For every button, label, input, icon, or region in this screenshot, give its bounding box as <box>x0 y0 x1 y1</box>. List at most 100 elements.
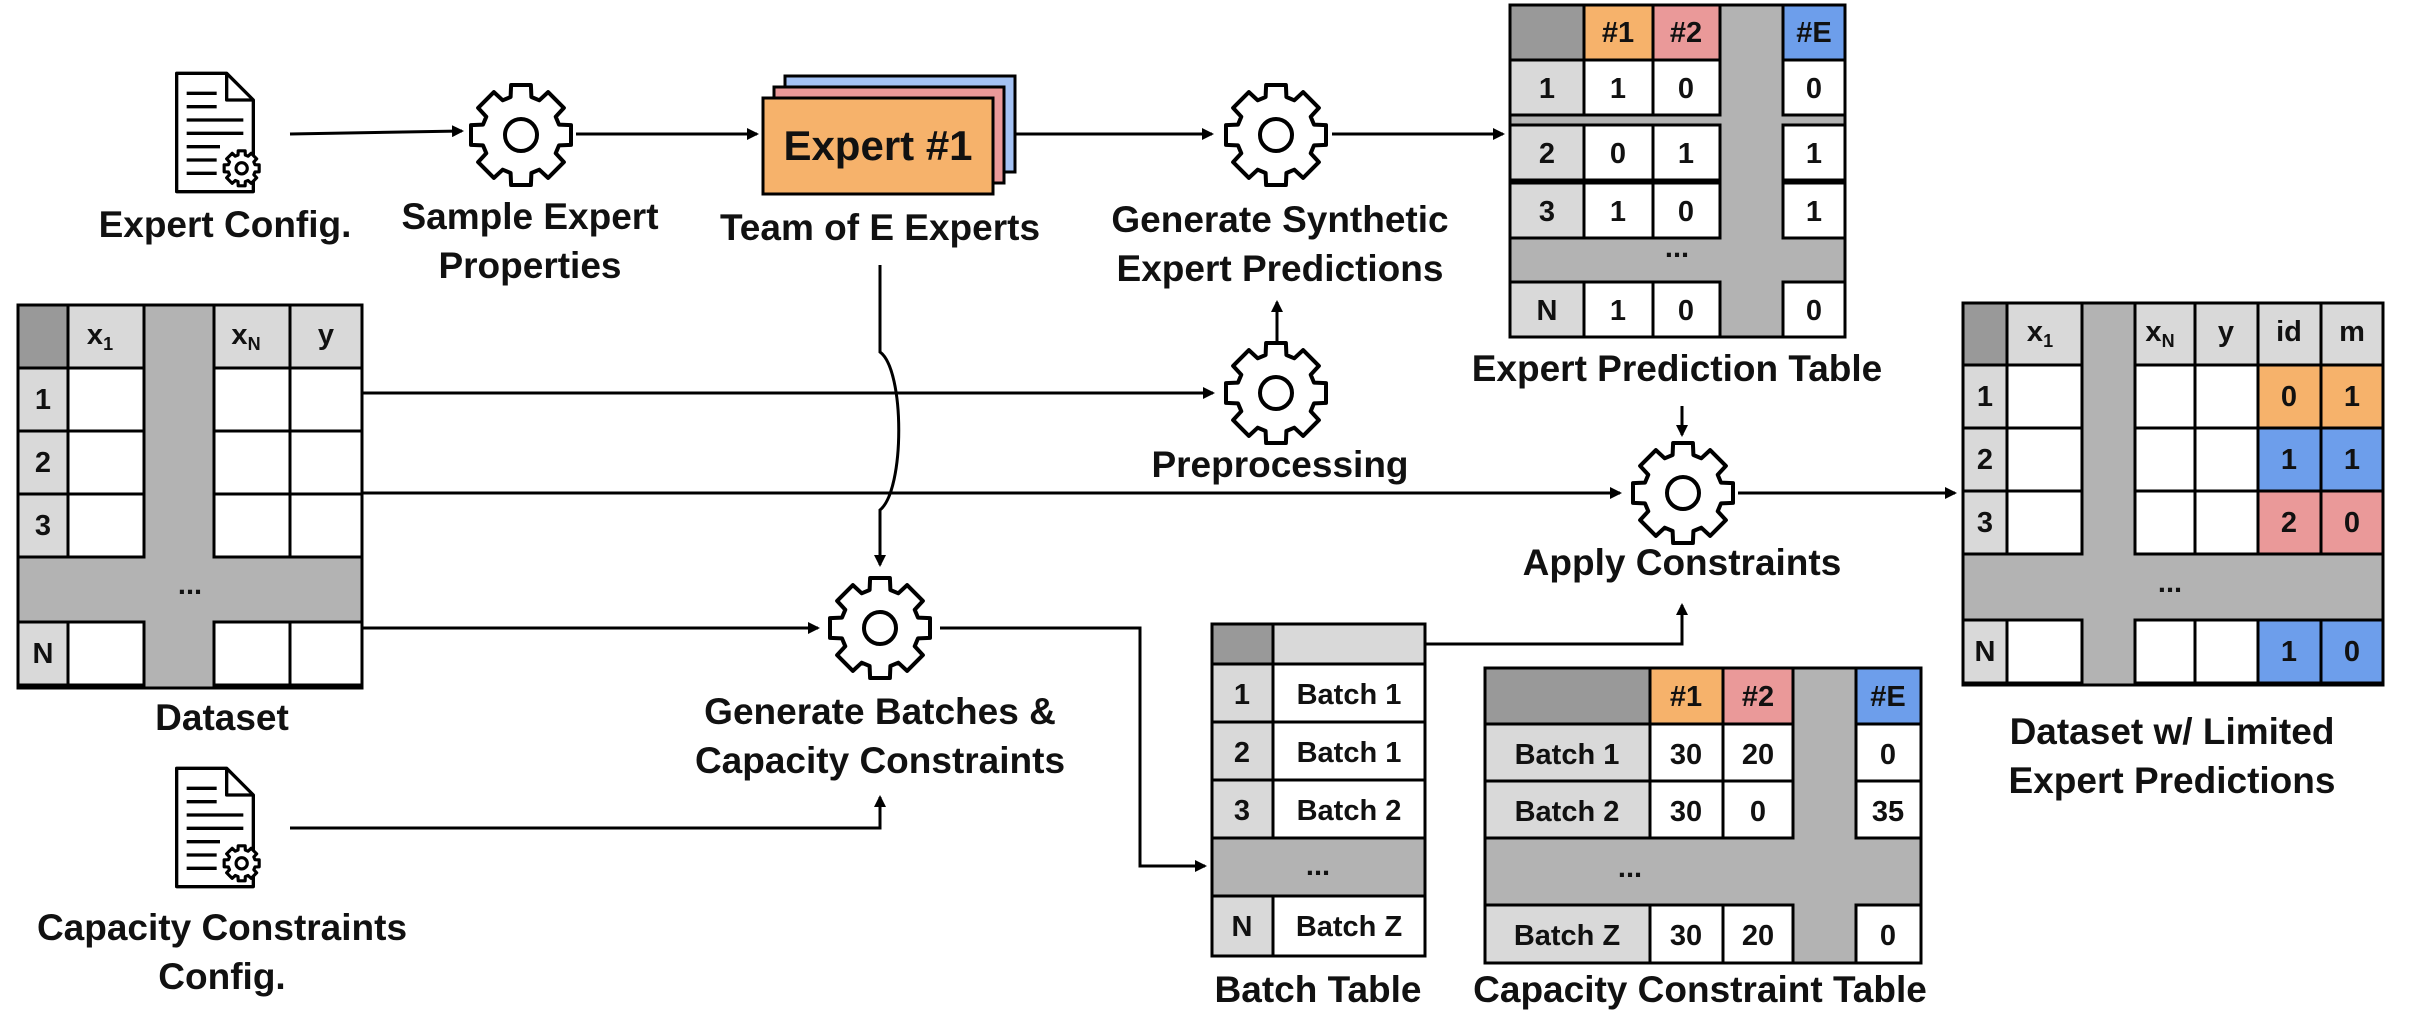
mask-value: 0 <box>2344 636 2360 668</box>
table-cell <box>2133 426 2197 493</box>
table-cell <box>1781 181 1847 240</box>
row-id: 1 <box>1539 73 1555 105</box>
mask-value: 0 <box>2344 507 2360 539</box>
table-cell <box>1582 181 1655 240</box>
expert-id: 1 <box>2281 636 2297 668</box>
column-header: #1 <box>1602 17 1634 49</box>
table-cell <box>2005 363 2084 430</box>
row-id-cell <box>1508 58 1586 117</box>
capacity-value: 0 <box>1880 739 1896 771</box>
gear-icon <box>828 576 932 680</box>
row-id: N <box>33 638 54 670</box>
arrow-batches-to-batchtable <box>940 626 1207 872</box>
document-gear-icon <box>177 768 259 886</box>
capacity-value: 0 <box>1880 920 1896 952</box>
generate-predictions-label: Expert Predictions <box>1117 248 1444 289</box>
row-id: 2 <box>1234 737 1250 769</box>
table-cell <box>212 620 292 687</box>
row-id: 1 <box>1977 381 1993 413</box>
table-cell <box>2133 363 2197 430</box>
gear-icon <box>1224 83 1328 187</box>
capacity-config-label: Config. <box>158 956 285 997</box>
preprocessing-label: Preprocessing <box>1151 444 1408 485</box>
batch-name: Batch Z <box>1296 911 1402 943</box>
ellipsis: ... <box>2158 567 2182 599</box>
connectors <box>289 125 1957 872</box>
table-cell <box>2005 426 2084 493</box>
row-id: 3 <box>35 510 51 542</box>
arrow-batchtable-to-apply <box>1425 603 1688 646</box>
document-gear-icon <box>177 73 259 191</box>
table-cell <box>2193 426 2260 493</box>
table-cell <box>1651 58 1722 117</box>
batch-name: Batch 1 <box>1297 737 1402 769</box>
row-id: 1 <box>1234 679 1250 711</box>
expert-prediction-table-label: Expert Prediction Table <box>1472 348 1883 389</box>
gear-icon <box>1224 341 1328 445</box>
gear-icon <box>1631 441 1735 545</box>
table-cell <box>2133 489 2197 556</box>
column-header: #E <box>1796 17 1831 49</box>
table-cell <box>1651 181 1722 240</box>
table-cell <box>288 492 364 559</box>
capacity-value: 0 <box>1750 796 1766 828</box>
row-id: 2 <box>1977 444 1993 476</box>
table-cell <box>2133 618 2197 685</box>
capacity-config-label: Capacity Constraints <box>37 907 407 948</box>
table-cell <box>212 429 292 496</box>
cell-value: 1 <box>1610 295 1626 327</box>
expert-id: 1 <box>2281 444 2297 476</box>
ellipsis: ... <box>1665 232 1689 264</box>
row-id-cell <box>1961 489 2009 556</box>
cell-value: 0 <box>1678 196 1694 228</box>
cell-value: 0 <box>1806 295 1822 327</box>
mask-cell <box>2319 489 2385 556</box>
cell-value: 1 <box>1806 138 1822 170</box>
column-header: xN <box>2145 316 2174 351</box>
column-header: #2 <box>1670 17 1702 49</box>
generate-batches-label: Generate Batches & <box>704 691 1056 732</box>
arrow-capconfig-to-batches <box>290 795 886 830</box>
dataset-label: Dataset <box>155 697 289 738</box>
ellipsis: ... <box>1618 852 1642 884</box>
generate-batches-label: Capacity Constraints <box>695 740 1065 781</box>
row-id: 3 <box>1234 795 1250 827</box>
capacity-table-label: Capacity Constraint Table <box>1473 969 1927 1010</box>
expert-card-label: Expert #1 <box>783 122 972 169</box>
column-header: id <box>2276 316 2302 348</box>
expert-id-cell <box>2256 426 2323 493</box>
ellipsis: ... <box>1306 850 1330 882</box>
table-cell <box>66 366 146 433</box>
expert-config-label: Expert Config. <box>99 204 352 245</box>
column-header: y <box>2218 316 2234 348</box>
batch-name: Batch 1 <box>1297 679 1402 711</box>
expert-card <box>761 96 995 196</box>
expert-team-stack: Expert #1 <box>761 74 1017 196</box>
column-header: x1 <box>87 319 113 354</box>
table-cell <box>1582 58 1655 117</box>
sample-expert-label: Sample Expert <box>401 196 658 237</box>
sample-expert-label: Properties <box>438 245 621 286</box>
batch-cell <box>1271 720 1427 782</box>
table-cell <box>2193 618 2260 685</box>
table-cell <box>1648 779 1725 840</box>
table-cell <box>288 366 364 433</box>
row-id: 3 <box>1977 507 1993 539</box>
final-dataset-label: Expert Predictions <box>2009 760 2336 801</box>
capacity-value: 30 <box>1670 920 1702 952</box>
capacity-value: 35 <box>1872 796 1904 828</box>
capacity-value: 20 <box>1742 920 1774 952</box>
row-id: N <box>1975 636 1996 668</box>
table-cell <box>1648 722 1725 783</box>
cell-value: 1 <box>1806 196 1822 228</box>
labels: Expert Config. Sample Expert Properties … <box>37 196 2336 1010</box>
batch-name: Batch 2 <box>1297 795 1402 827</box>
capacity-value: 30 <box>1670 739 1702 771</box>
table-cell <box>66 429 146 496</box>
